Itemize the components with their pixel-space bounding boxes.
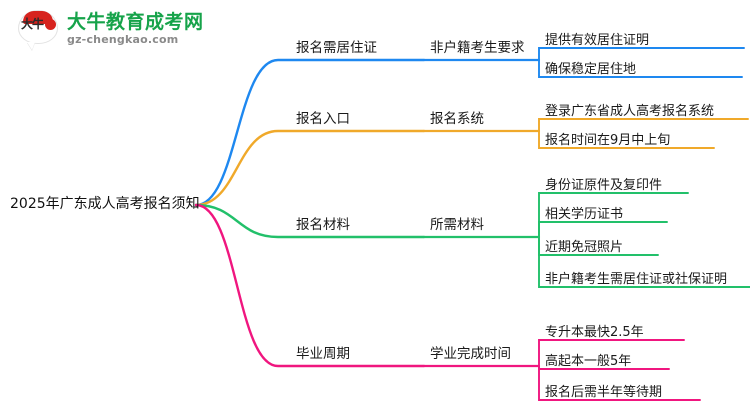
mindmap-leaf-node[interactable]: 高起本一般5年	[545, 354, 632, 369]
logo-text-block: 大牛教育成考网 gz-chengkao.com	[67, 11, 204, 47]
mindmap-leaf-node[interactable]: 专升本最快2.5年	[545, 325, 644, 340]
logo-speech-bubble-icon: 大牛	[18, 9, 60, 50]
mindmap-node-xueyewanchengshijian[interactable]: 学业完成时间	[430, 346, 511, 362]
logo-red-dot-shape	[45, 19, 56, 30]
mindmap-leaf-node[interactable]: 报名时间在9月中上旬	[545, 133, 671, 148]
mindmap-leaf-node[interactable]: 身份证原件及复印件	[545, 178, 663, 193]
mindmap-node-baomingcailiao[interactable]: 报名材料	[296, 217, 350, 233]
site-logo: 大牛 大牛教育成考网 gz-chengkao.com	[18, 6, 228, 52]
logo-subtitle: gz-chengkao.com	[67, 33, 179, 46]
mindmap-node-feihujikaoshengyaoqiu[interactable]: 非户籍考生要求	[430, 40, 525, 56]
mindmap-node-baomingxitong[interactable]: 报名系统	[430, 111, 484, 127]
mindmap-root-node[interactable]: 2025年广东成人高考报名须知	[10, 196, 200, 212]
bubble-tail-shape	[27, 42, 35, 50]
mindmap-node-biyezhouqi[interactable]: 毕业周期	[296, 346, 350, 362]
mindmap-node-baomingxuzhuzhengzheng[interactable]: 报名需居住证	[296, 40, 377, 56]
mindmap-leaf-node[interactable]: 报名后需半年等待期	[545, 385, 663, 400]
mindmap-leaf-node[interactable]: 提供有效居住证明	[545, 33, 650, 48]
logo-mark-text: 大牛	[21, 17, 44, 31]
mindmap-leaf-node[interactable]: 相关学历证书	[545, 207, 624, 222]
mindmap-leaf-node[interactable]: 确保稳定居住地	[545, 62, 637, 77]
mindmap-leaf-node[interactable]: 登录广东省成人高考报名系统	[545, 104, 715, 119]
mindmap-leaf-node[interactable]: 非户籍考生需居住证或社保证明	[545, 272, 728, 287]
mindmap-leaf-node[interactable]: 近期免冠照片	[545, 240, 624, 255]
mindmap-node-baomingrukou[interactable]: 报名入口	[296, 111, 350, 127]
logo-title: 大牛教育成考网	[67, 11, 204, 33]
mindmap-node-suoxucailiao[interactable]: 所需材料	[430, 217, 484, 233]
